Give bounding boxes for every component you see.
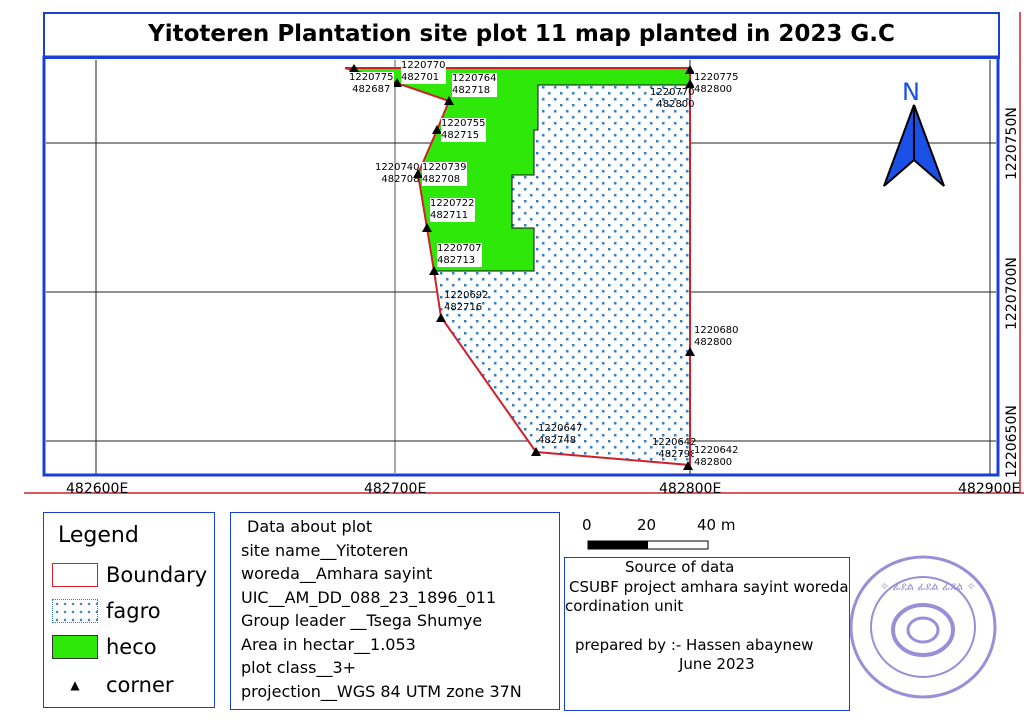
fagro-swatch: [52, 599, 98, 623]
corner-markers: [349, 64, 695, 470]
projection: projection__WGS 84 UTM zone 37N: [241, 681, 522, 701]
easting-label: 482900E: [958, 481, 1021, 497]
legend: Legend Boundary fagro heco ▲corner: [43, 512, 215, 708]
legend-item-boundary: Boundary: [52, 561, 207, 589]
map-title: Yitoteren Plantation site plot 11 map pl…: [43, 12, 1000, 59]
group-leader: Group leader __Tsega Shumye: [241, 611, 483, 630]
heco-swatch: [52, 635, 98, 659]
prepared-by: prepared by :- Hassen abaynew: [575, 635, 814, 654]
northing-label: 1220700N: [1004, 257, 1020, 330]
scale-tick-20: 20: [637, 516, 657, 534]
source-heading: Source of data: [625, 558, 735, 576]
woreda: woreda__Amhara sayint: [241, 564, 433, 583]
uic: UIC__AM_DD_088_23_1896_011: [241, 587, 497, 607]
boundary-swatch: [52, 563, 98, 587]
corner-triangle-icon: ▲: [70, 678, 80, 692]
scale-bar: [587, 540, 709, 550]
svg-text:✧ ፊደል ፊደል ፊደል ✧: ✧ ፊደል ፊደል ፊደል ✧: [880, 580, 976, 593]
boundary-line: [344, 67, 691, 467]
legend-title: Legend: [58, 523, 139, 548]
northing-label: 1220750N: [1004, 107, 1020, 180]
northing-label: 1220650N: [1004, 405, 1020, 478]
legend-item-corner: ▲corner: [52, 671, 173, 699]
north-label: N: [902, 78, 920, 106]
stamp-seal: ✧ ፊደል ፊደል ፊደል ✧: [849, 555, 997, 699]
prepared-date: June 2023: [679, 655, 755, 673]
legend-item-fagro: fagro: [52, 597, 161, 625]
easting-label: 482600E: [66, 481, 129, 497]
easting-label: 482800E: [659, 481, 722, 497]
scale-tick-40: 40 m: [697, 516, 736, 534]
source-line1: CSUBF project amhara sayint woreda: [569, 577, 849, 596]
north-arrow-icon: [883, 104, 945, 187]
source-line2: cordination unit: [565, 597, 684, 615]
site-name: site name__Yitoteren: [241, 540, 409, 560]
scale-tick-0: 0: [582, 516, 592, 534]
plot-data-heading: Data about plot: [247, 517, 373, 536]
plot-class: plot class__3+: [241, 658, 357, 677]
source-panel: Source of data CSUBF project amhara sayi…: [564, 557, 850, 711]
area: Area in hectar__1.053: [241, 634, 416, 654]
legend-item-heco: heco: [52, 633, 157, 661]
plot-data-panel: Data about plot site name__Yitoteren wor…: [230, 512, 560, 710]
easting-label: 482700E: [364, 481, 427, 497]
